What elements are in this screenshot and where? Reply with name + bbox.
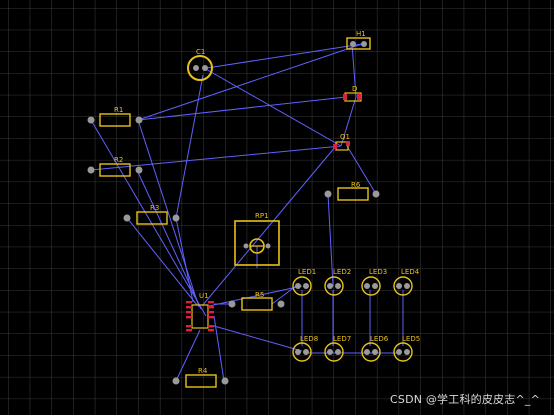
component-r5[interactable]: R5 xyxy=(228,291,285,311)
component-led2[interactable]: LED2 xyxy=(324,268,351,296)
label-led1: LED1 xyxy=(298,268,316,276)
component-led1[interactable]: LED1 xyxy=(292,268,316,296)
label-r6: R6 xyxy=(351,181,361,189)
label-led6: LED6 xyxy=(370,335,389,343)
component-r4[interactable]: R4 xyxy=(172,367,229,388)
component-led3[interactable]: LED3 xyxy=(361,268,387,296)
label-r5: R5 xyxy=(255,291,264,299)
label-r3: R3 xyxy=(150,204,159,212)
component-r2[interactable]: R2 xyxy=(87,156,143,177)
label-r4: R4 xyxy=(198,367,208,375)
watermark: CSDN @学工科的皮皮志^_^ xyxy=(390,393,540,406)
component-c1[interactable]: C1 xyxy=(187,48,213,81)
component-q1[interactable]: Q1 xyxy=(333,133,350,151)
component-r6[interactable]: R6 xyxy=(324,181,380,201)
component-u1[interactable]: U1 xyxy=(186,292,214,332)
component-r1[interactable]: R1 xyxy=(87,106,143,127)
component-d1[interactable]: D xyxy=(343,85,362,102)
label-r1: R1 xyxy=(114,106,123,114)
label-d1: D xyxy=(352,85,357,93)
label-led8: LED8 xyxy=(300,335,318,343)
label-r2: R2 xyxy=(114,156,123,164)
label-led4: LED4 xyxy=(401,268,420,276)
label-rp1: RP1 xyxy=(255,212,269,220)
component-led6[interactable]: LED6 xyxy=(361,335,389,362)
ratsnest-layer xyxy=(90,43,404,382)
component-led8[interactable]: LED8 xyxy=(292,335,318,362)
component-led4[interactable]: LED4 xyxy=(393,268,420,296)
label-led3: LED3 xyxy=(369,268,387,276)
component-led5[interactable]: LED5 xyxy=(393,335,420,362)
component-led7[interactable]: LED7 xyxy=(324,335,351,362)
component-rp1[interactable]: RP1 xyxy=(234,212,280,266)
label-led7: LED7 xyxy=(333,335,351,343)
label-led5: LED5 xyxy=(402,335,420,343)
label-q1: Q1 xyxy=(340,133,350,141)
label-c1: C1 xyxy=(196,48,205,56)
component-r3[interactable]: R3 xyxy=(123,204,180,225)
label-u1: U1 xyxy=(199,292,209,300)
label-led2: LED2 xyxy=(333,268,351,276)
component-h1[interactable]: H1 xyxy=(346,30,371,50)
label-h1: H1 xyxy=(356,30,366,38)
